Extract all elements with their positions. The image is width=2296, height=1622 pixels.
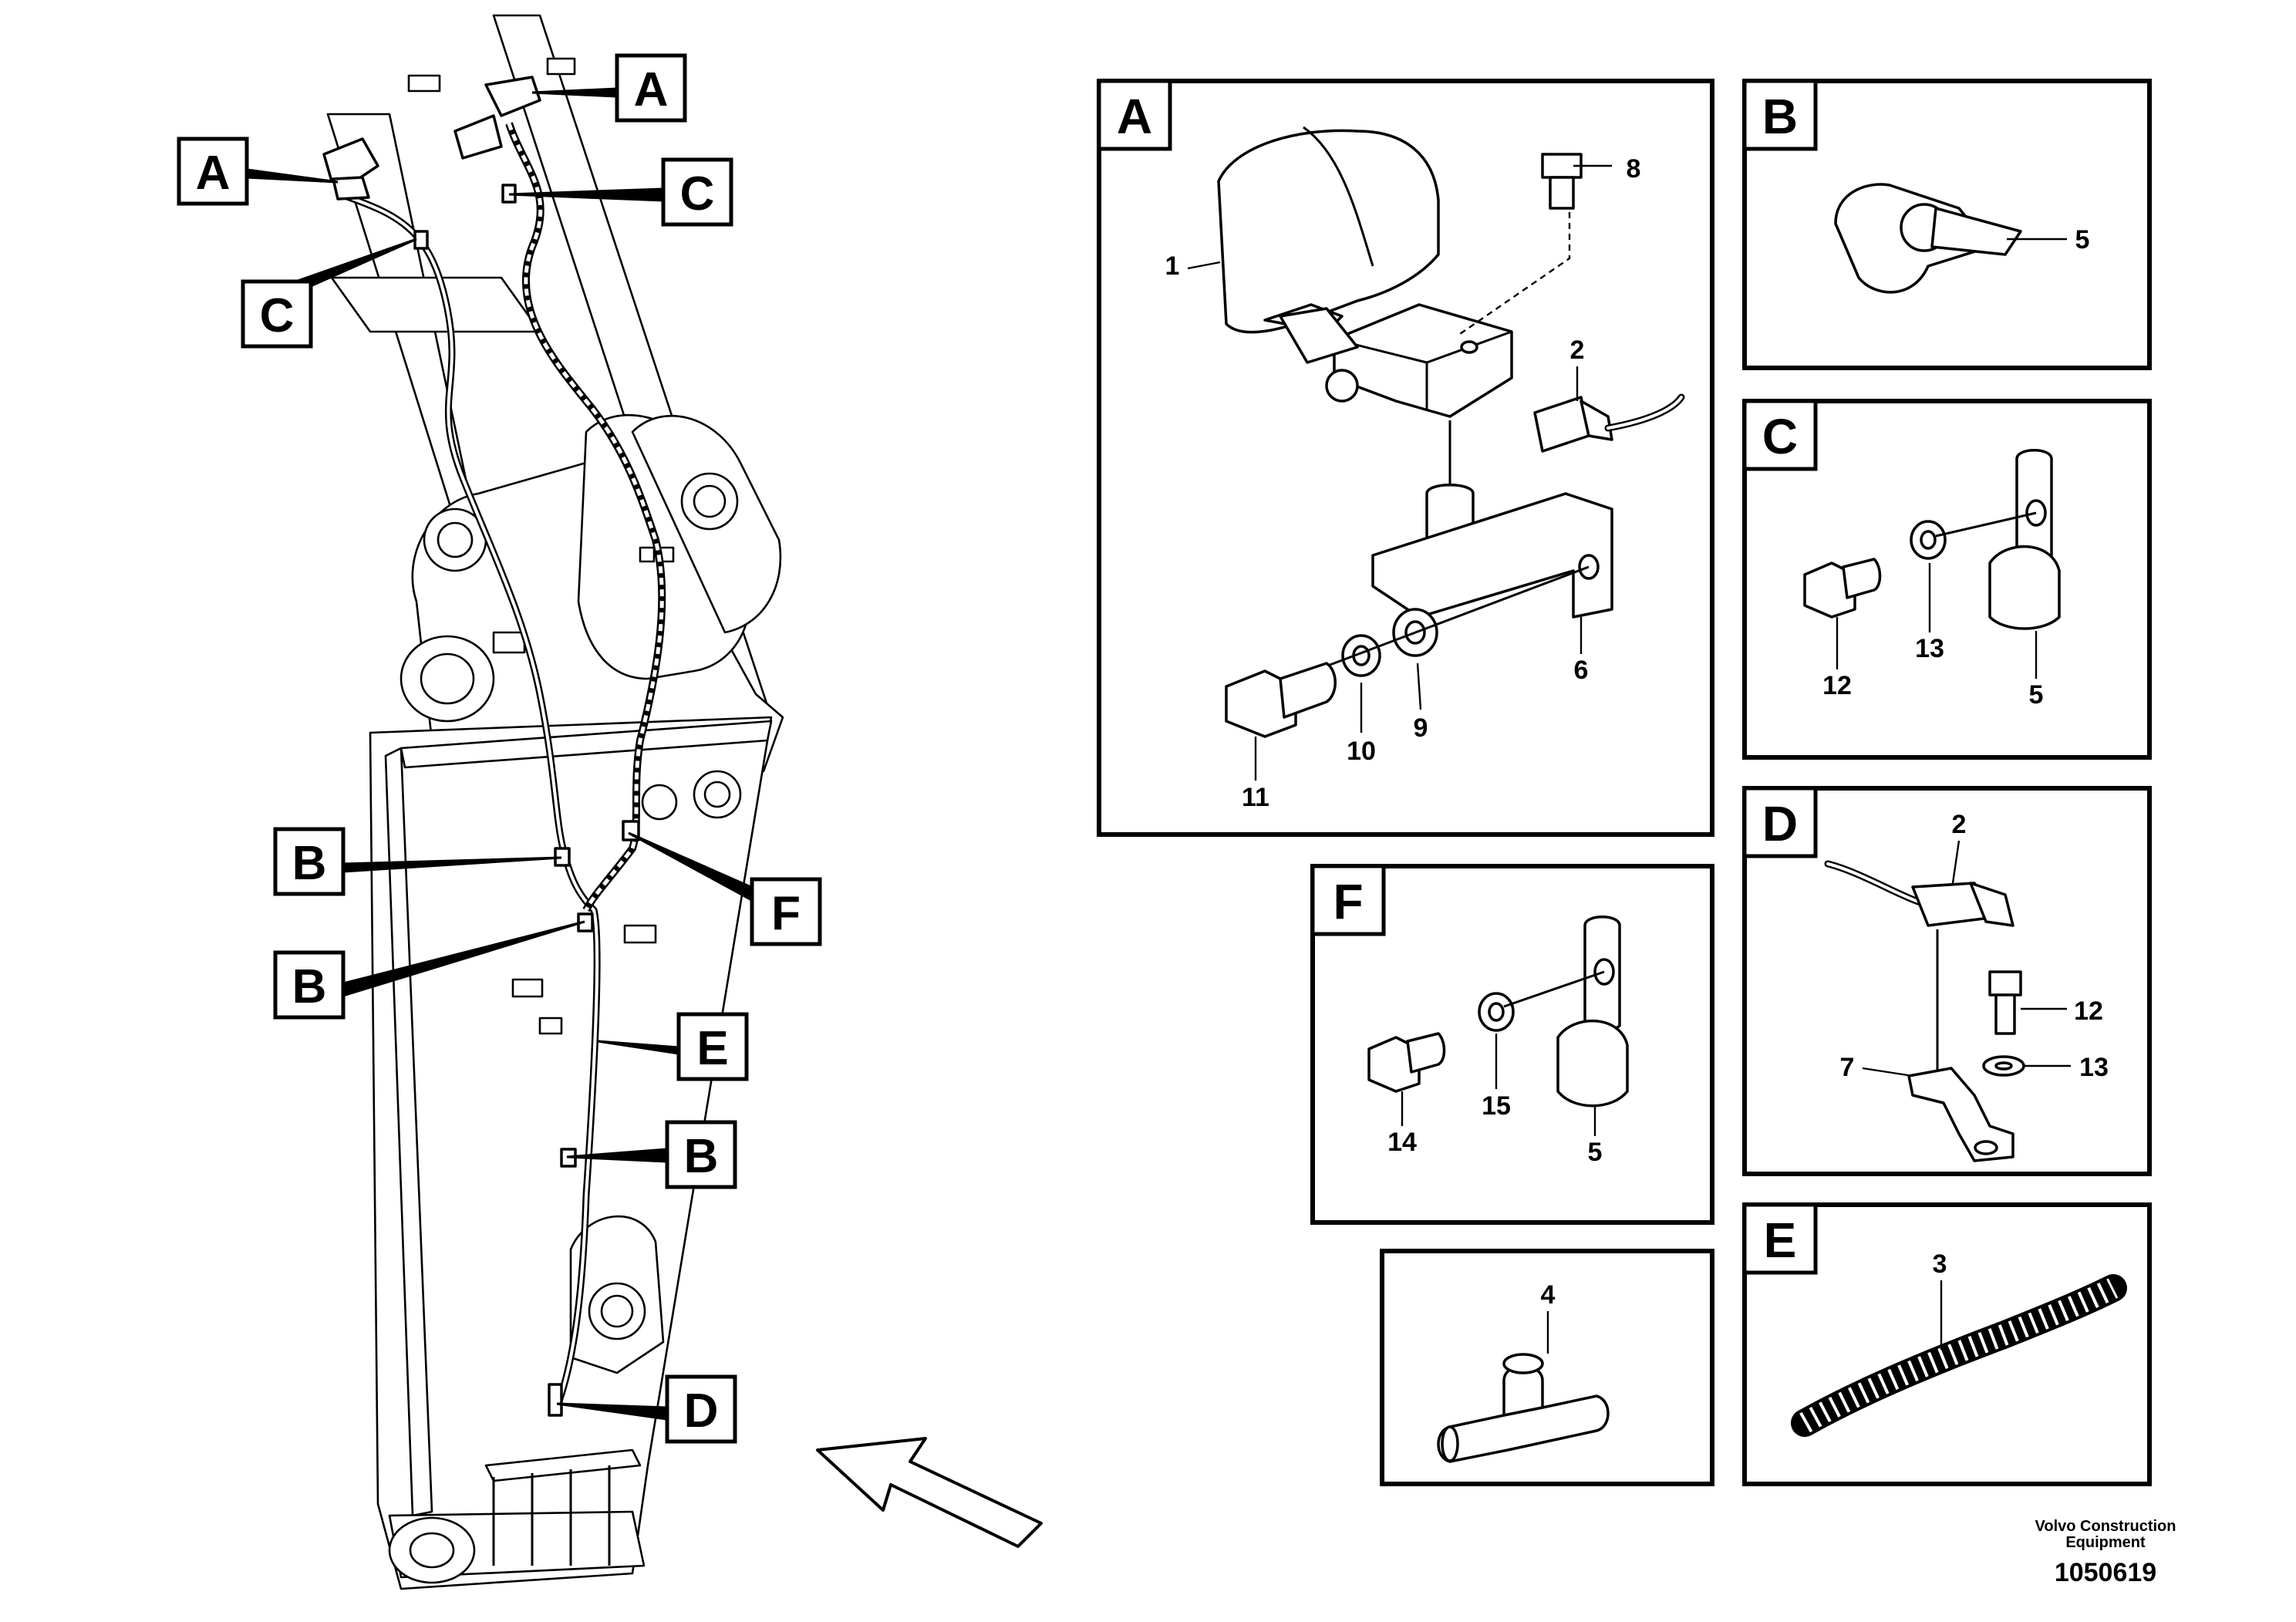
callout-label: B <box>292 960 327 1013</box>
callout-label: B <box>684 1130 719 1183</box>
part-number-12: 12 <box>2074 996 2103 1026</box>
callout-label: B <box>292 837 327 890</box>
panel-C-tag: C <box>1762 409 1798 464</box>
part-number-7: 7 <box>1840 1053 1855 1082</box>
callout-D: D <box>665 1374 737 1444</box>
view-direction-arrow-icon <box>816 1437 1043 1548</box>
callout-F: F <box>750 877 822 946</box>
panel-D: D 2 12 13 7 <box>1742 786 2152 1176</box>
part-number-11: 11 <box>1242 783 1269 812</box>
panel-F: F 14 15 5 <box>1310 864 1714 1225</box>
part-number-6: 6 <box>1574 656 1589 685</box>
callout-B-1: B <box>273 827 346 896</box>
part-number-9: 9 <box>1414 713 1428 743</box>
callout-C-left: C <box>241 279 313 349</box>
part-number-5: 5 <box>2075 225 2090 255</box>
part-number-13: 13 <box>2079 1053 2109 1082</box>
panel-B-tag: B <box>1762 89 1798 144</box>
callout-A-right: A <box>615 53 687 123</box>
panel-A: A 8 1 2 6 <box>1097 79 1714 837</box>
callout-E: E <box>676 1012 749 1081</box>
callout-B-3: B <box>665 1120 737 1189</box>
company-name-line1: Volvo Construction <box>2035 1518 2176 1535</box>
part-number-2: 2 <box>1952 810 1967 839</box>
part-number-13: 13 <box>1915 634 1944 663</box>
part-number-12: 12 <box>1822 671 1852 700</box>
callout-label: D <box>684 1384 719 1438</box>
part-number-1: 1 <box>1165 251 1180 281</box>
callout-label: F <box>771 887 801 940</box>
panel-T: 4 <box>1380 1249 1714 1486</box>
panel-E-tag: E <box>1764 1212 1797 1268</box>
panel-A-tag: A <box>1117 89 1152 144</box>
callout-C-right: C <box>661 157 733 227</box>
part-number-10: 10 <box>1347 737 1376 766</box>
callout-label: C <box>680 167 715 221</box>
footer: Volvo Construction Equipment 1050619 <box>2035 1518 2176 1587</box>
callout-label: E <box>696 1022 728 1075</box>
callout-label: A <box>634 63 669 116</box>
part-number-2: 2 <box>1570 336 1585 365</box>
part-number-3: 3 <box>1933 1249 1947 1279</box>
part-number-15: 15 <box>1482 1091 1511 1121</box>
harness-lines <box>322 76 666 1417</box>
part-number-14: 14 <box>1387 1128 1417 1157</box>
part-number-8: 8 <box>1627 154 1641 184</box>
panel-B: B 5 <box>1742 79 2152 370</box>
panel-E: E 3 <box>1742 1202 2152 1486</box>
company-name-line2: Equipment <box>2065 1534 2146 1551</box>
callout-A-left: A <box>177 137 249 206</box>
drawing-number: 1050619 <box>2055 1558 2156 1587</box>
callout-B-2: B <box>273 950 346 1020</box>
part-number-4: 4 <box>1541 1280 1556 1310</box>
panel-F-tag: F <box>1333 874 1363 929</box>
part-number-5: 5 <box>2029 680 2044 710</box>
panel-D-tag: D <box>1762 796 1798 851</box>
part-number-5: 5 <box>1588 1138 1603 1167</box>
panel-C: C 12 13 5 <box>1742 399 2152 760</box>
callout-label: A <box>196 147 231 200</box>
callout-label: C <box>260 289 295 342</box>
